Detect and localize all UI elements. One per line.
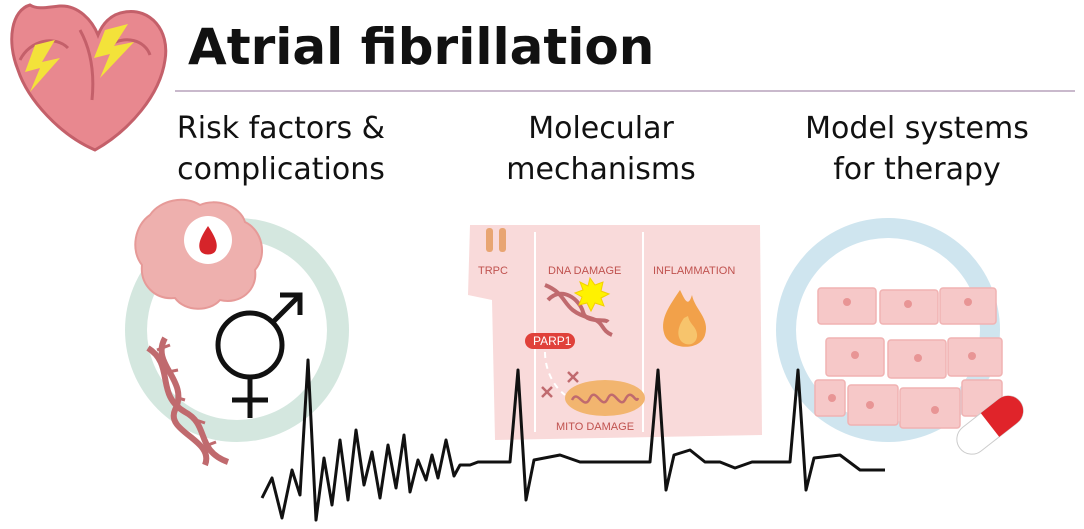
blood-drop-icon <box>199 226 217 255</box>
inflammation-label: INFLAMMATION <box>653 265 735 277</box>
lightning-icon <box>25 40 60 92</box>
parp1-badge <box>525 333 575 349</box>
page-title: Atrial fibrillation <box>188 18 655 76</box>
mitochondrion-icon <box>565 380 645 416</box>
parp1-label: PARP1 <box>533 334 572 348</box>
dna-icon <box>146 336 230 467</box>
molecular-mechanisms-illustration <box>468 225 762 440</box>
inhibition-x-icon <box>541 371 579 398</box>
ecg-trace <box>260 358 885 522</box>
risk-factors-illustration <box>125 198 349 467</box>
section-title-molecular: Molecular mechanisms <box>506 111 696 187</box>
gender-symbol-icon <box>215 292 303 418</box>
cell-nucleus-dots <box>828 298 976 414</box>
trpc-label: TRPC <box>478 265 508 277</box>
section-title-risk: Risk factors & complications <box>176 111 386 187</box>
heart-icon <box>10 3 168 152</box>
section-title-therapy: Model systems for therapy <box>805 111 1029 187</box>
cell-body <box>468 225 762 440</box>
damage-burst-icon <box>573 276 611 313</box>
lightning-icon <box>94 24 134 78</box>
trpc-channel-icon <box>486 228 506 252</box>
dna-damage-icon <box>544 283 613 337</box>
mito-damage-label: MITO DAMAGE <box>556 421 634 433</box>
dna-damage-label: DNA DAMAGE <box>548 265 621 277</box>
model-systems-illustration <box>776 218 1024 455</box>
title-divider <box>175 90 1075 92</box>
capsule-pill-icon <box>956 395 1024 455</box>
flame-icon <box>663 290 707 347</box>
